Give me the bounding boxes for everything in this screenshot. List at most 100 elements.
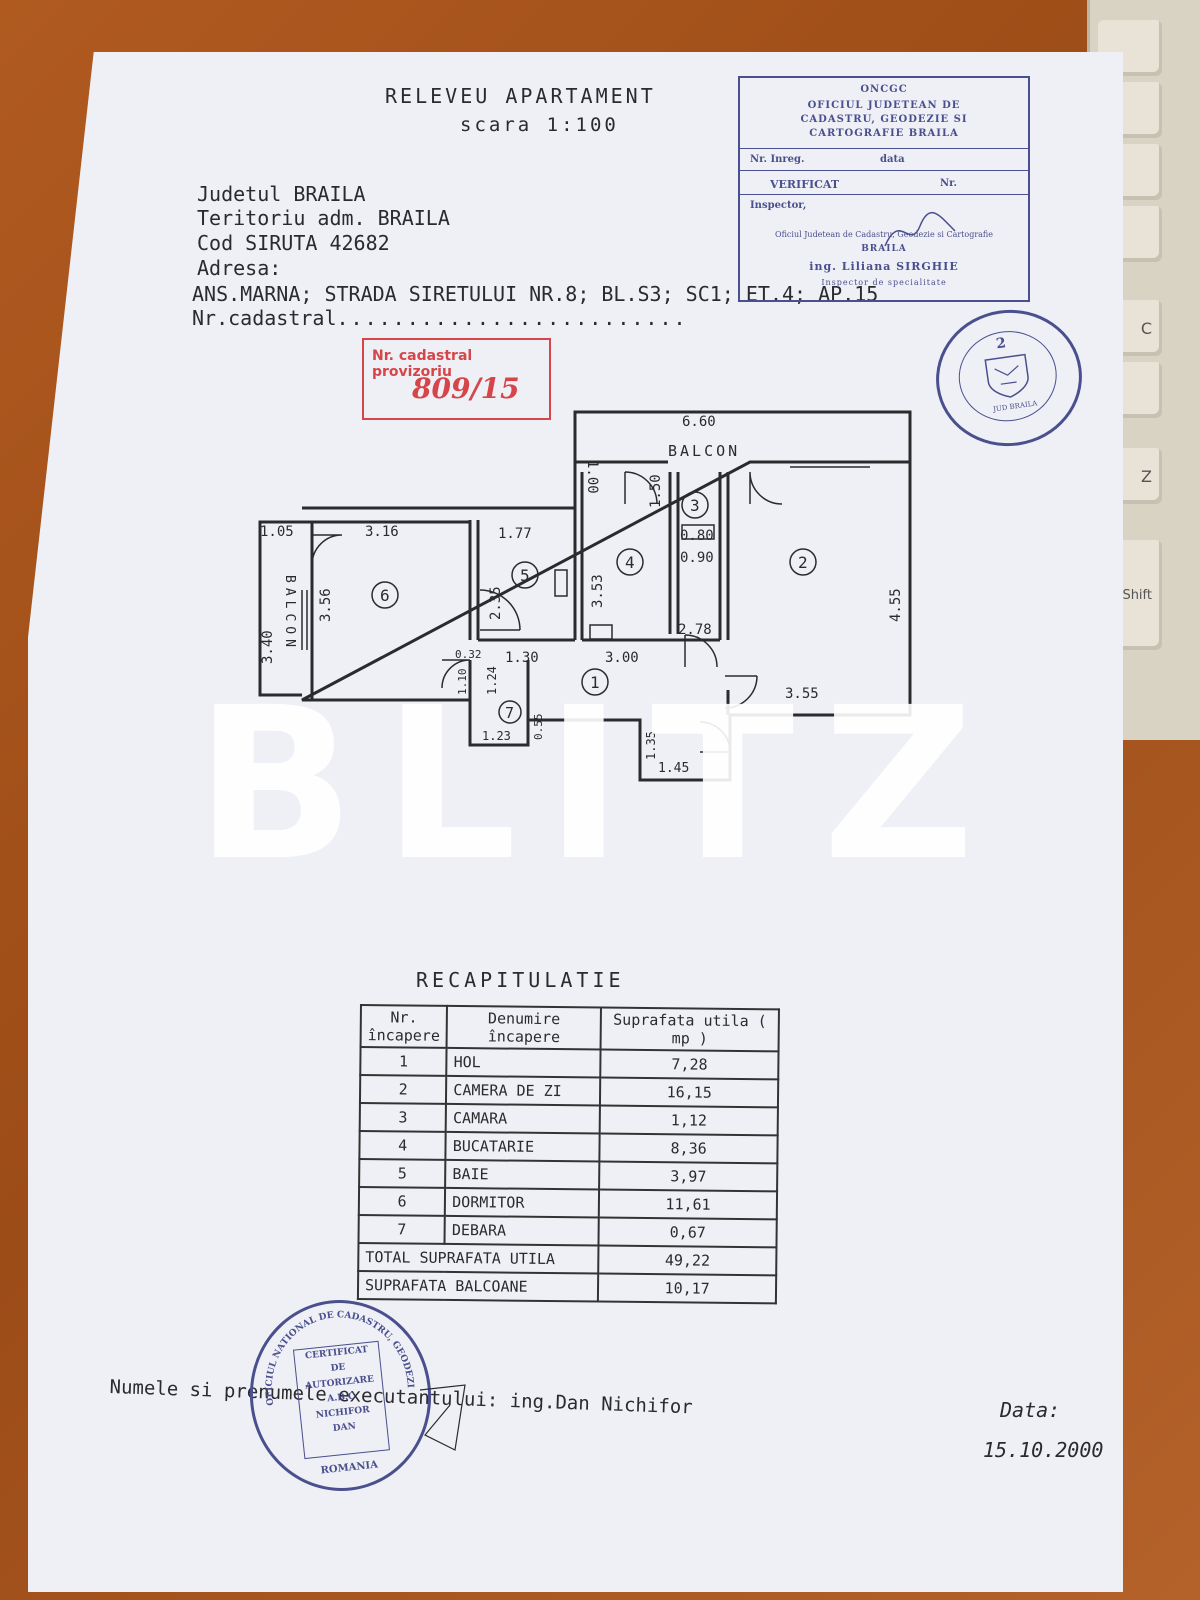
cell-name: DORMITOR: [445, 1187, 600, 1218]
stamp-value: 809/15: [412, 372, 520, 405]
judet-line: Judetul BRAILA: [197, 182, 366, 206]
cell-nr: 7: [358, 1214, 446, 1244]
stamp-nr-inreg: Nr. Inreg.: [750, 154, 805, 165]
dim-label: 2.78: [678, 622, 712, 638]
dim-label: 1.05: [260, 524, 294, 540]
dim-label: 2.35: [488, 586, 504, 620]
room-number: 1: [590, 673, 600, 692]
stamp-verifica: VERIFICAT: [770, 178, 840, 191]
dim-label: 6.60: [682, 414, 716, 430]
table-header-row: Nr. încapere Denumire încapere Suprafata…: [360, 1005, 779, 1052]
dim-label: 1.45: [658, 761, 689, 776]
room-number: 2: [798, 553, 808, 572]
cell-nr: 1: [360, 1047, 447, 1076]
dim-label: 3.00: [605, 650, 639, 666]
cell-area: 3,97: [599, 1161, 778, 1192]
cell-area: 11,61: [599, 1189, 778, 1220]
dim-label: 4.55: [888, 588, 904, 622]
room-number: 7: [505, 704, 514, 722]
watermark-logo: BLITZ: [195, 662, 1003, 907]
stamp-nr: Nr.: [940, 178, 957, 189]
dim-label: 3.40: [260, 630, 276, 664]
dim-label: 0.90: [680, 550, 714, 566]
cell-name: CAMARA: [445, 1103, 601, 1134]
cell-area: 16,15: [600, 1077, 779, 1108]
cell-nr: 4: [359, 1131, 446, 1160]
dim-label: 3.55: [785, 686, 819, 702]
stamp-line: OFICIUL JUDETEAN DE: [807, 100, 961, 111]
round-stamp-cadastru: 2 JUD BRAILA: [927, 300, 1091, 456]
balcon-value: 10,17: [598, 1273, 777, 1304]
stamp-line: CADASTRU, GEODEZIE SI: [800, 114, 968, 125]
stamp-number: 2: [995, 335, 1007, 353]
stamp-nume: ing. Liliana SIRGHIE: [809, 260, 959, 273]
table-row: 1 HOL 7,28: [360, 1047, 779, 1080]
document-title: RELEVEU APARTAMENT: [385, 84, 656, 108]
cell-area: 7,28: [600, 1049, 779, 1080]
floor-plan: 6.60 BALCON 1.00 1.05 3.16 1.77 1.50 0.8…: [258, 410, 912, 782]
col-header-suprafata: Suprafata utila ( mp ): [600, 1007, 779, 1052]
col-header-denumire: Denumire încapere: [446, 1005, 602, 1050]
recap-title: RECAPITULATIE: [416, 968, 625, 992]
table-row: 3 CAMARA 1,12: [359, 1103, 778, 1136]
cell-nr: 2: [359, 1075, 447, 1104]
table-row: 4 BUCATARIE 8,36: [359, 1131, 778, 1164]
cell-name: CAMERA DE ZI: [446, 1075, 601, 1106]
nr-cadastral-line: Nr.cadastral.........................: [192, 306, 688, 330]
key-label: Z: [1141, 466, 1152, 486]
stamp-data: data: [880, 154, 905, 165]
key-label: C: [1140, 318, 1152, 338]
dim-label: 1.50: [648, 474, 664, 508]
adresa-label: Adresa:: [197, 256, 282, 280]
cadastral-provizoriu-stamp: Nr. cadastral provizoriu 809/15: [362, 338, 551, 420]
recap-table: Nr. încapere Denumire încapere Suprafata…: [357, 1004, 780, 1304]
cell-name: BUCATARIE: [445, 1131, 600, 1162]
dim-label: 1.30: [505, 650, 539, 666]
cell-area: 8,36: [599, 1133, 778, 1164]
balcon-top-label: BALCON: [668, 442, 740, 460]
stamp-line: CARTOGRAFIE BRAILA: [809, 128, 959, 139]
stamp-functie: Inspector de specialitate: [821, 278, 947, 287]
table-balcon-row: SUPRAFATA BALCOANE 10,17: [357, 1270, 777, 1304]
dim-label: 1.23: [482, 729, 511, 743]
stamp-inspector: Inspector,: [750, 200, 807, 211]
room-number: 5: [520, 566, 530, 585]
signature-icon: [884, 212, 956, 247]
dim-label: 3.56: [318, 588, 334, 622]
table-total-row: TOTAL SUPRAFATA UTILA 49,22: [358, 1242, 777, 1276]
dim-label: 1.77: [498, 526, 532, 542]
teritoriu-line: Teritoriu adm. BRAILA: [197, 206, 450, 230]
dim-label: 1.24: [485, 666, 499, 695]
data-value: 15.10.2000: [983, 1438, 1104, 1462]
oncgc-stamp: ONCGC OFICIUL JUDETEAN DE CADASTRU, GEOD…: [738, 76, 1030, 302]
dim-label: 3.16: [365, 524, 399, 540]
coat-of-arms-icon: [984, 353, 1029, 398]
stamp-oras: BRAILA: [861, 244, 907, 254]
dim-label: 3.53: [590, 574, 606, 608]
stamp-line: ONCGC: [860, 84, 908, 95]
col-header-nr: Nr. încapere: [360, 1005, 448, 1048]
room-number: 3: [690, 496, 700, 515]
dim-label: 0.80: [680, 528, 714, 544]
cell-nr: 5: [359, 1159, 446, 1188]
cell-nr: 3: [359, 1103, 447, 1132]
table-row: 2 CAMERA DE ZI 16,15: [359, 1075, 779, 1108]
data-label: Data:: [1000, 1398, 1061, 1422]
balcon-left-label: BALCON: [282, 575, 297, 652]
dim-label: 1.10: [456, 669, 469, 696]
total-label: TOTAL SUPRAFATA UTILA: [358, 1242, 599, 1274]
cell-area: 0,67: [598, 1217, 777, 1248]
cell-name: BAIE: [445, 1159, 600, 1190]
table-row: 6 DORMITOR 11,61: [358, 1187, 778, 1220]
table-row: 7 DEBARA 0,67: [358, 1214, 777, 1248]
signature-icon: [419, 1384, 466, 1451]
cell-area: 1,12: [599, 1105, 778, 1136]
siruta-line: Cod SIRUTA 42682: [197, 231, 390, 255]
nr-cadastral-label: Nr.cadastral: [192, 306, 337, 330]
room-number: 4: [625, 553, 635, 572]
executant-stamp: OFICIUL NATIONAL DE CADASTRU, GEODEZIE S…: [240, 1291, 441, 1500]
dim-label: 1.00: [584, 460, 600, 494]
stamp-oficiu: Oficiul Judetean de Cadastru, Geodezie s…: [775, 230, 993, 239]
dim-label: 0.55: [532, 714, 545, 741]
document-sheet: [28, 52, 1123, 1592]
